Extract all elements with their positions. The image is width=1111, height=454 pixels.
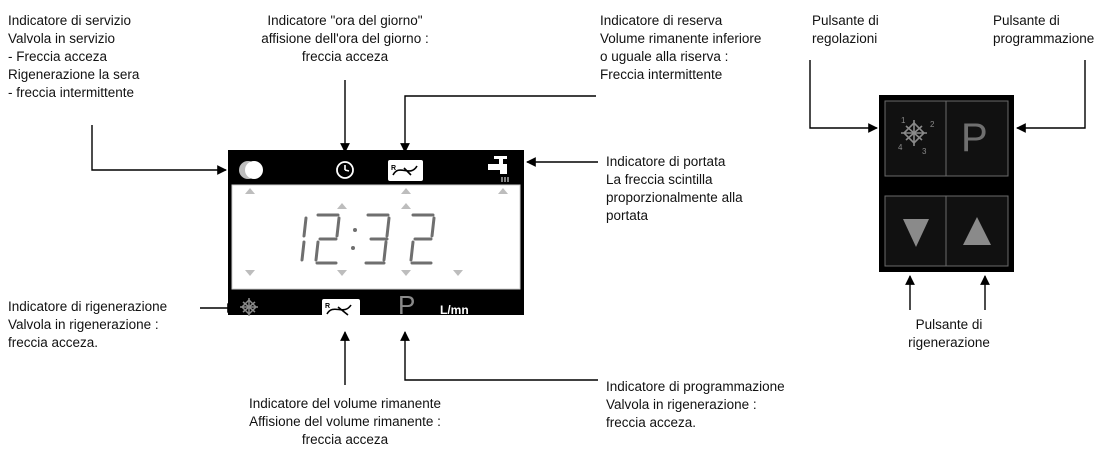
programming-button-symbol: P — [961, 116, 988, 160]
programming-button-label: Pulsante di programmazione — [993, 13, 1095, 46]
settings-digit-4: 4 — [898, 143, 903, 152]
settings-digit-1: 1 — [901, 116, 906, 125]
reserve-indicator-label: Indicatore di reserva Volume rimanente i… — [600, 13, 762, 82]
programming-button[interactable] — [946, 101, 1008, 176]
settings-button[interactable] — [885, 101, 946, 176]
leader-lines — [91, 60, 1086, 385]
settings-digit-3: 3 — [922, 147, 927, 156]
settings-button-label: Pulsante di regolazioni — [812, 13, 879, 46]
time-readout — [300, 213, 436, 265]
lcd-up-markers — [245, 188, 508, 209]
lcd-down-markers — [245, 270, 463, 276]
remaining-volume-indicator-label: Indicatore del volume rimanente Affision… — [248, 396, 442, 447]
settings-digit-2: 2 — [930, 120, 935, 129]
time-of-day-indicator-label: Indicatore "ora del giorno" affisione de… — [261, 13, 429, 64]
regeneration-indicator-label: Indicatore di rigenerazione Valvola in r… — [8, 299, 168, 350]
clock-icon — [336, 161, 354, 179]
settings-icon — [901, 120, 927, 146]
svg-text:R: R — [391, 165, 396, 172]
svg-text:R: R — [325, 303, 330, 310]
reserve-icon: R — [388, 160, 423, 181]
regeneration-button-label: Pulsante di rigenerazione — [908, 317, 990, 350]
remaining-volume-icon: R — [322, 299, 360, 319]
prog-indicator-symbol: P — [398, 290, 416, 320]
tap-icon — [488, 156, 509, 182]
service-indicator-label: Indicatore di servizio Valvola in serviz… — [8, 13, 140, 100]
flow-unit-label: L/mn — [440, 303, 469, 317]
regeneration-indicator-icon — [240, 298, 258, 316]
lcd-screen — [231, 184, 521, 290]
down-arrow-icon — [903, 219, 929, 247]
display-panel — [228, 150, 524, 315]
up-button[interactable] — [946, 196, 1008, 266]
down-button[interactable] — [885, 196, 946, 266]
up-arrow-icon — [963, 217, 991, 245]
service-toggle-icon — [239, 161, 263, 179]
programming-indicator-label: Indicatore di programmazione Valvola in … — [606, 379, 785, 430]
flow-indicator-label: Indicatore di portata La freccia scintil… — [606, 154, 743, 223]
